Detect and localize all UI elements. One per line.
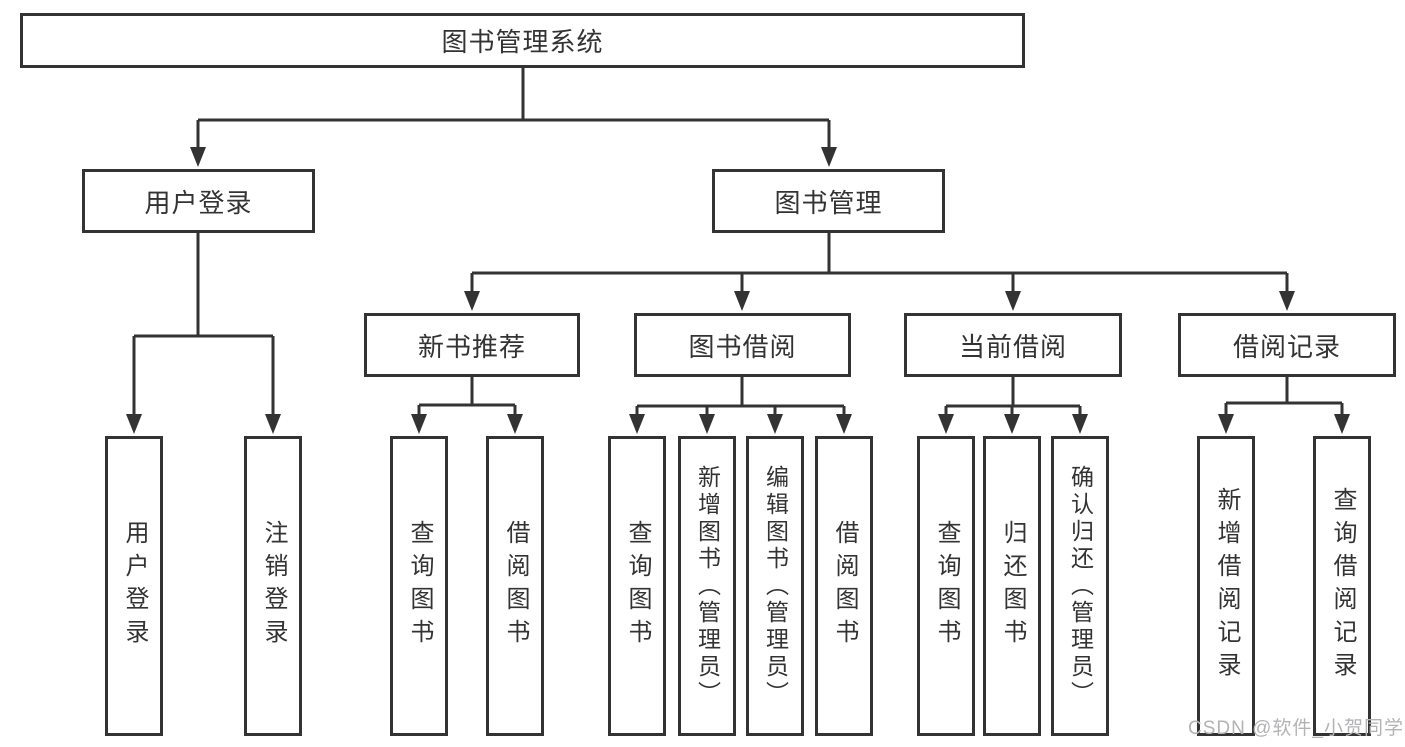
node-borrow-books-recommend: 借阅图书 (486, 436, 544, 736)
csdn-watermark: CSDN @软件_小贺同学 (1188, 718, 1404, 739)
node-root: 图书管理系统 (20, 13, 1025, 68)
node-label: 编辑图书（管理员） (762, 464, 789, 708)
node-add-books-admin: 新增图书（管理员） (678, 436, 736, 736)
node-label: 查询借阅记录 (1329, 487, 1356, 685)
node-label: 新增图书（管理员） (694, 464, 721, 708)
node-user-login-leaf: 用户登录 (105, 436, 163, 736)
node-query-borrow-record: 查询借阅记录 (1313, 436, 1371, 736)
node-confirm-return-admin: 确认归还（管理员） (1051, 436, 1109, 736)
node-book-borrowing: 图书借阅 (634, 313, 851, 377)
node-label: 确认归还（管理员） (1067, 464, 1094, 708)
node-book-management: 图书管理 (712, 169, 945, 233)
node-query-books-recommend: 查询图书 (390, 436, 448, 736)
node-label: 注销登录 (260, 520, 287, 652)
node-label: 用户登录 (121, 520, 148, 652)
node-return-books: 归还图书 (983, 436, 1041, 736)
node-query-books-borrowing: 查询图书 (608, 436, 666, 736)
node-label: 归还图书 (999, 520, 1026, 652)
node-label: 查询图书 (406, 520, 433, 652)
node-borrowing-records: 借阅记录 (1178, 313, 1396, 377)
node-new-book-recommendation: 新书推荐 (364, 313, 580, 377)
node-label: 查询图书 (624, 520, 651, 652)
node-current-borrowing: 当前借阅 (904, 313, 1122, 377)
tree-edges (132, 68, 1344, 416)
node-logout: 注销登录 (244, 436, 302, 736)
node-user-login-branch: 用户登录 (82, 169, 315, 233)
node-label: 借阅图书 (502, 520, 529, 652)
node-borrow-books-borrowing: 借阅图书 (815, 436, 873, 736)
node-label: 借阅图书 (831, 520, 858, 652)
node-label: 查询图书 (933, 520, 960, 652)
node-add-borrow-record: 新增借阅记录 (1197, 436, 1255, 736)
node-label: 新增借阅记录 (1213, 487, 1240, 685)
node-query-books-current: 查询图书 (917, 436, 975, 736)
node-edit-books-admin: 编辑图书（管理员） (746, 436, 804, 736)
